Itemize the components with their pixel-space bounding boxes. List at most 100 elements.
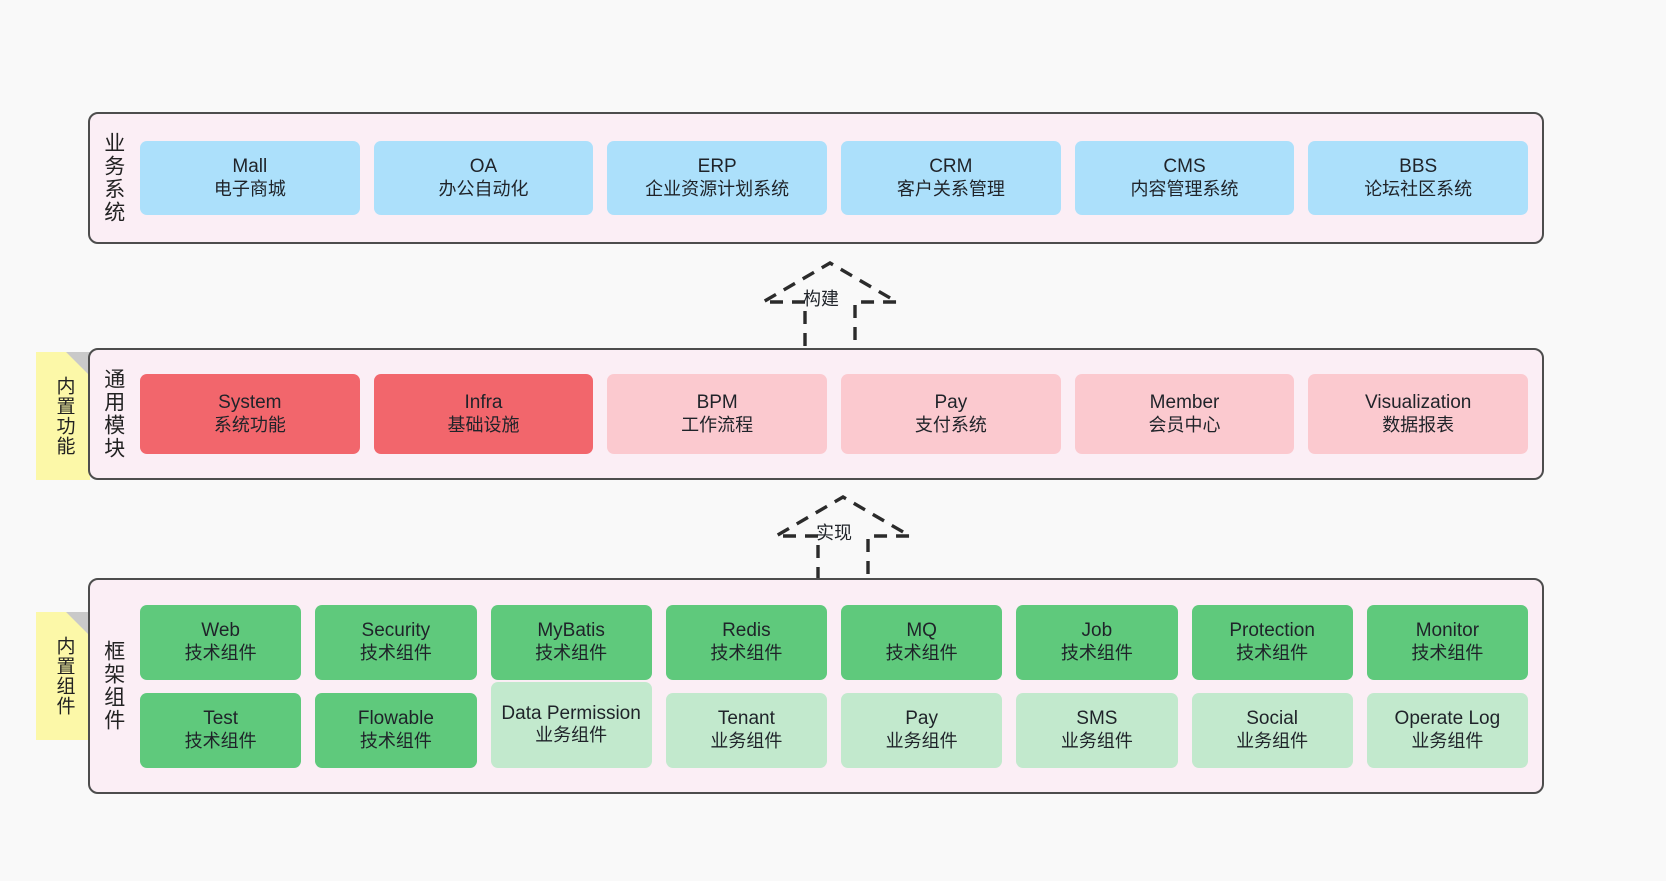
node-oa[interactable]: OA 办公自动化: [373, 141, 594, 215]
node-monitor[interactable]: Monitor 技术组件: [1366, 604, 1528, 680]
node-desc: 业务组件: [1236, 730, 1309, 751]
node-desc: 业务组件: [885, 730, 958, 751]
node-title: Monitor: [1415, 620, 1480, 642]
node-bpm[interactable]: BPM 工作流程: [607, 374, 828, 454]
sticky-note-label: 内置组件: [53, 636, 75, 716]
node-security[interactable]: Security 技术组件: [315, 604, 477, 680]
node-desc: 技术组件: [184, 730, 257, 751]
layer-body-business: Mall 电子商城 OA 办公自动化 ERP 企业资源计划系统 CRM 客户关系…: [136, 114, 1542, 242]
layer-label-modules: 通用模块: [101, 368, 125, 460]
node-mq[interactable]: MQ 技术组件: [841, 604, 1003, 680]
node-desc: 电子商城: [213, 178, 286, 199]
node-test[interactable]: Test 技术组件: [140, 692, 302, 768]
node-mybatis[interactable]: MyBatis 技术组件: [490, 604, 652, 680]
node-pay-component[interactable]: Pay 业务组件: [841, 692, 1003, 768]
layer-label-framework: 框架组件: [101, 640, 125, 732]
node-desc: 技术组件: [359, 642, 432, 663]
node-social[interactable]: Social 业务组件: [1191, 692, 1353, 768]
node-title: Data Permission: [501, 702, 641, 724]
business-node-row: Mall 电子商城 OA 办公自动化 ERP 企业资源计划系统 CRM 客户关系…: [140, 141, 1529, 215]
node-desc: 技术组件: [1411, 642, 1484, 663]
node-title: Visualization: [1365, 392, 1472, 414]
node-desc: 技术组件: [535, 642, 608, 663]
node-desc: 工作流程: [681, 414, 754, 435]
node-pay-module[interactable]: Pay 支付系统: [841, 374, 1061, 454]
node-title: Infra: [464, 392, 503, 414]
node-title: Member: [1149, 392, 1220, 414]
sticky-note-builtin-features: 内置功能: [36, 352, 90, 480]
node-desc: 技术组件: [184, 642, 257, 663]
node-desc: 企业资源计划系统: [645, 178, 790, 199]
node-desc: 会员中心: [1148, 414, 1221, 435]
connector-build-icon: [756, 261, 904, 346]
framework-biz-row: Test 技术组件 Flowable 技术组件 Data Permission …: [140, 681, 1528, 768]
sticky-fold-icon: [66, 352, 90, 376]
connector-build-label: 构建: [803, 289, 839, 309]
node-web[interactable]: Web 技术组件: [140, 604, 302, 680]
node-title: Pay: [934, 392, 968, 414]
node-title: SMS: [1076, 708, 1118, 730]
connector-implement: 实现: [768, 492, 918, 580]
framework-tech-row: Web 技术组件 Security 技术组件 MyBatis 技术组件 Redi…: [140, 604, 1528, 680]
node-title: BBS: [1399, 156, 1438, 178]
node-desc: 客户关系管理: [896, 178, 1005, 199]
node-data-permission[interactable]: Data Permission 业务组件: [490, 681, 652, 768]
module-node-row: System 系统功能 Infra 基础设施 BPM 工作流程 Pay 支付系统…: [140, 374, 1529, 454]
node-desc: 技术组件: [710, 642, 783, 663]
node-desc: 支付系统: [914, 414, 987, 435]
node-job[interactable]: Job 技术组件: [1016, 604, 1178, 680]
node-title: Test: [203, 708, 239, 730]
node-erp[interactable]: ERP 企业资源计划系统: [607, 141, 828, 215]
sticky-note-label: 内置功能: [53, 376, 75, 456]
layer-framework-components: 框架组件 Web 技术组件 Security 技术组件 MyBatis 技术组件…: [88, 578, 1544, 794]
node-sms[interactable]: SMS 业务组件: [1016, 692, 1178, 768]
node-title: CRM: [929, 156, 973, 178]
node-title: BPM: [696, 392, 738, 414]
layer-common-modules: 通用模块 System 系统功能 Infra 基础设施 BPM 工作流程 Pay…: [88, 348, 1544, 480]
node-desc: 业务组件: [1411, 730, 1484, 751]
node-title: Redis: [722, 620, 771, 642]
node-title: Pay: [905, 708, 938, 730]
node-protection[interactable]: Protection 技术组件: [1191, 604, 1353, 680]
node-flowable[interactable]: Flowable 技术组件: [315, 692, 477, 768]
node-visualization[interactable]: Visualization 数据报表: [1308, 374, 1529, 454]
node-infra[interactable]: Infra 基础设施: [373, 374, 594, 454]
connector-implement-label: 实现: [816, 523, 852, 543]
node-desc: 业务组件: [710, 730, 783, 751]
node-crm[interactable]: CRM 客户关系管理: [841, 141, 1061, 215]
node-operate-log[interactable]: Operate Log 业务组件: [1366, 692, 1528, 768]
node-title: System: [218, 392, 282, 414]
sticky-fold-icon: [66, 612, 90, 636]
node-title: MyBatis: [537, 620, 605, 642]
node-desc: 论坛社区系统: [1364, 178, 1473, 199]
node-title: Mall: [232, 156, 268, 178]
node-system[interactable]: System 系统功能: [140, 374, 360, 454]
node-desc: 业务组件: [1060, 730, 1133, 751]
node-redis[interactable]: Redis 技术组件: [665, 604, 827, 680]
node-title: Job: [1081, 620, 1113, 642]
layer-business-systems: 业务系统 Mall 电子商城 OA 办公自动化 ERP 企业资源计划系统 CRM…: [88, 112, 1544, 244]
node-mall[interactable]: Mall 电子商城: [140, 141, 360, 215]
node-title: MQ: [906, 620, 937, 642]
node-title: Protection: [1229, 620, 1315, 642]
node-member[interactable]: Member 会员中心: [1074, 374, 1295, 454]
layer-body-framework: Web 技术组件 Security 技术组件 MyBatis 技术组件 Redi…: [136, 580, 1542, 792]
node-title: Security: [361, 620, 431, 642]
node-title: OA: [469, 156, 498, 178]
node-desc: 基础设施: [447, 414, 520, 435]
node-desc: 技术组件: [885, 642, 958, 663]
node-title: Tenant: [717, 708, 775, 730]
node-desc: 业务组件: [535, 725, 608, 746]
node-cms[interactable]: CMS 内容管理系统: [1074, 141, 1295, 215]
node-title: Social: [1246, 708, 1298, 730]
layer-body-modules: System 系统功能 Infra 基础设施 BPM 工作流程 Pay 支付系统…: [136, 350, 1542, 478]
node-tenant[interactable]: Tenant 业务组件: [665, 692, 827, 768]
layer-label-business: 业务系统: [101, 132, 125, 224]
node-title: Flowable: [357, 708, 434, 730]
node-bbs[interactable]: BBS 论坛社区系统: [1308, 141, 1529, 215]
node-desc: 技术组件: [1060, 642, 1133, 663]
node-title: Operate Log: [1394, 708, 1501, 730]
node-desc: 办公自动化: [438, 178, 529, 199]
node-desc: 技术组件: [359, 730, 432, 751]
node-desc: 系统功能: [213, 414, 286, 435]
